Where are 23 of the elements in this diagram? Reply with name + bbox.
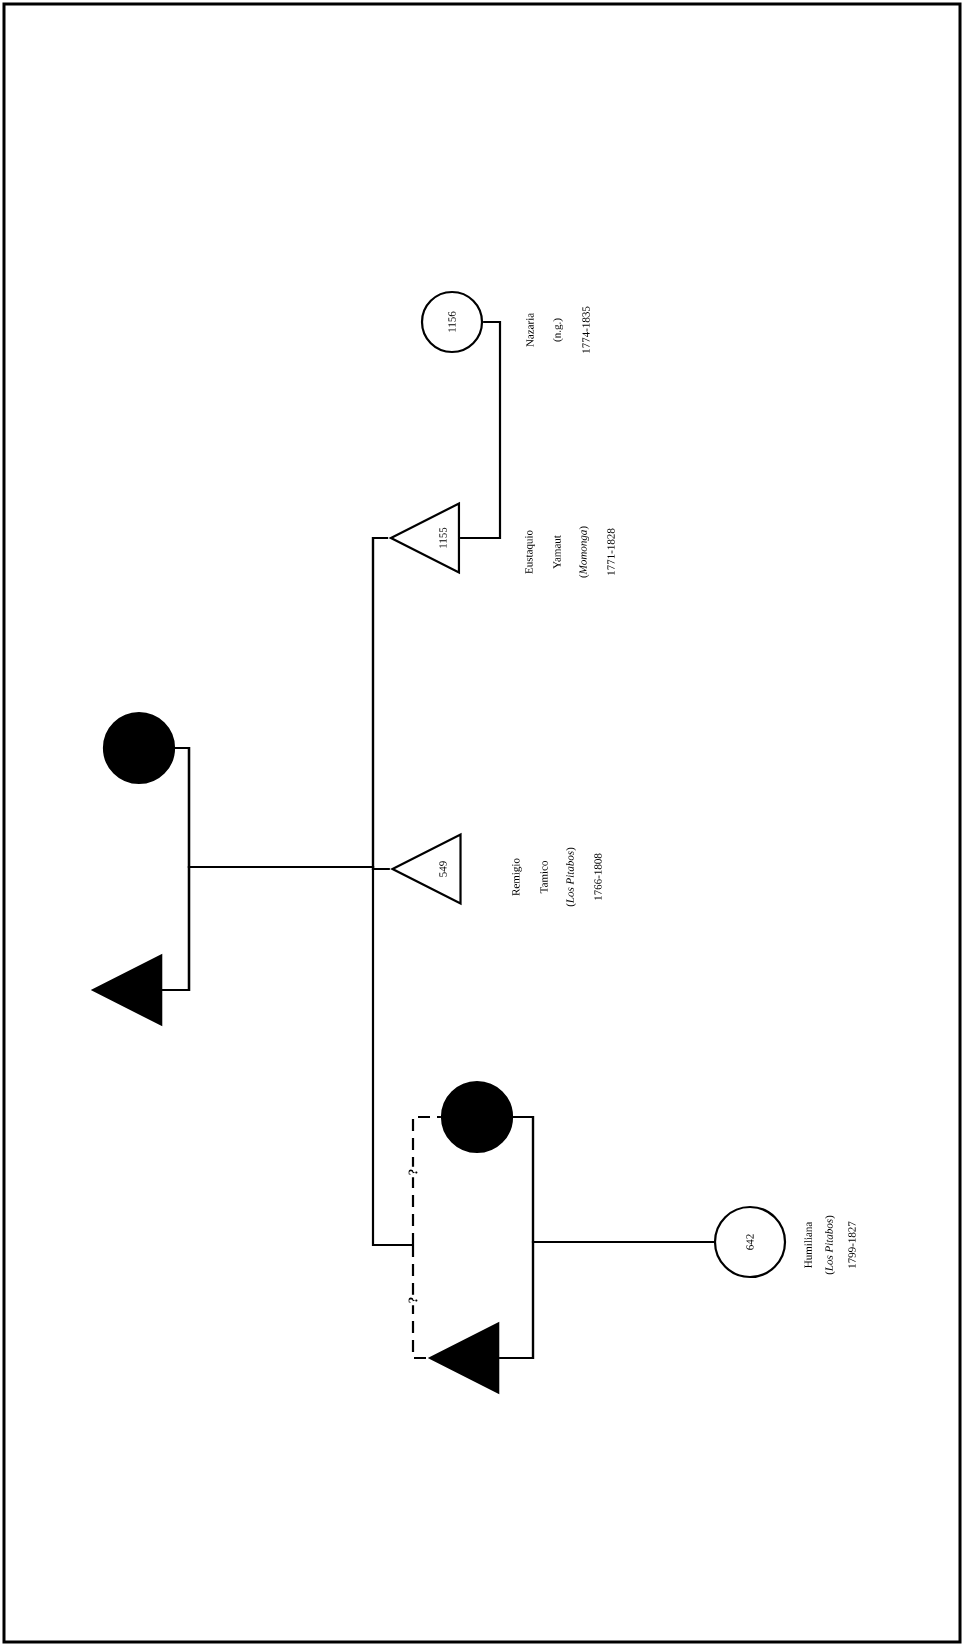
person-label: 1766-1808 xyxy=(594,853,602,900)
person-label: (n.g.) xyxy=(553,318,563,342)
connector-line xyxy=(175,536,389,869)
person-label: 1771-1828 xyxy=(607,528,615,575)
person-label: Nazaria xyxy=(526,313,534,347)
person-label: (Momonga) xyxy=(579,526,589,578)
person-label: Yamaut xyxy=(553,535,561,569)
dashed-line xyxy=(411,1245,428,1360)
person-label: Humiliana xyxy=(804,1221,812,1268)
edge-label: ? xyxy=(406,1166,420,1178)
person-label: 1799-1827 xyxy=(848,1221,856,1268)
person-label: (Los Pitabos) xyxy=(825,1215,835,1275)
person-label: Tamico xyxy=(540,861,548,894)
person-label: 1774-1835 xyxy=(582,306,590,353)
circle-symbol xyxy=(102,711,176,785)
edge-label: ? xyxy=(406,1294,420,1306)
person-label: (Los Pitabos) xyxy=(566,847,576,907)
person-label: Remigio xyxy=(512,858,522,896)
circle-symbol xyxy=(440,1080,514,1154)
connector-line xyxy=(460,320,502,540)
connector-line xyxy=(499,1240,714,1360)
person-label: Eustaquio xyxy=(525,530,535,574)
dashed-line xyxy=(411,1115,441,1245)
